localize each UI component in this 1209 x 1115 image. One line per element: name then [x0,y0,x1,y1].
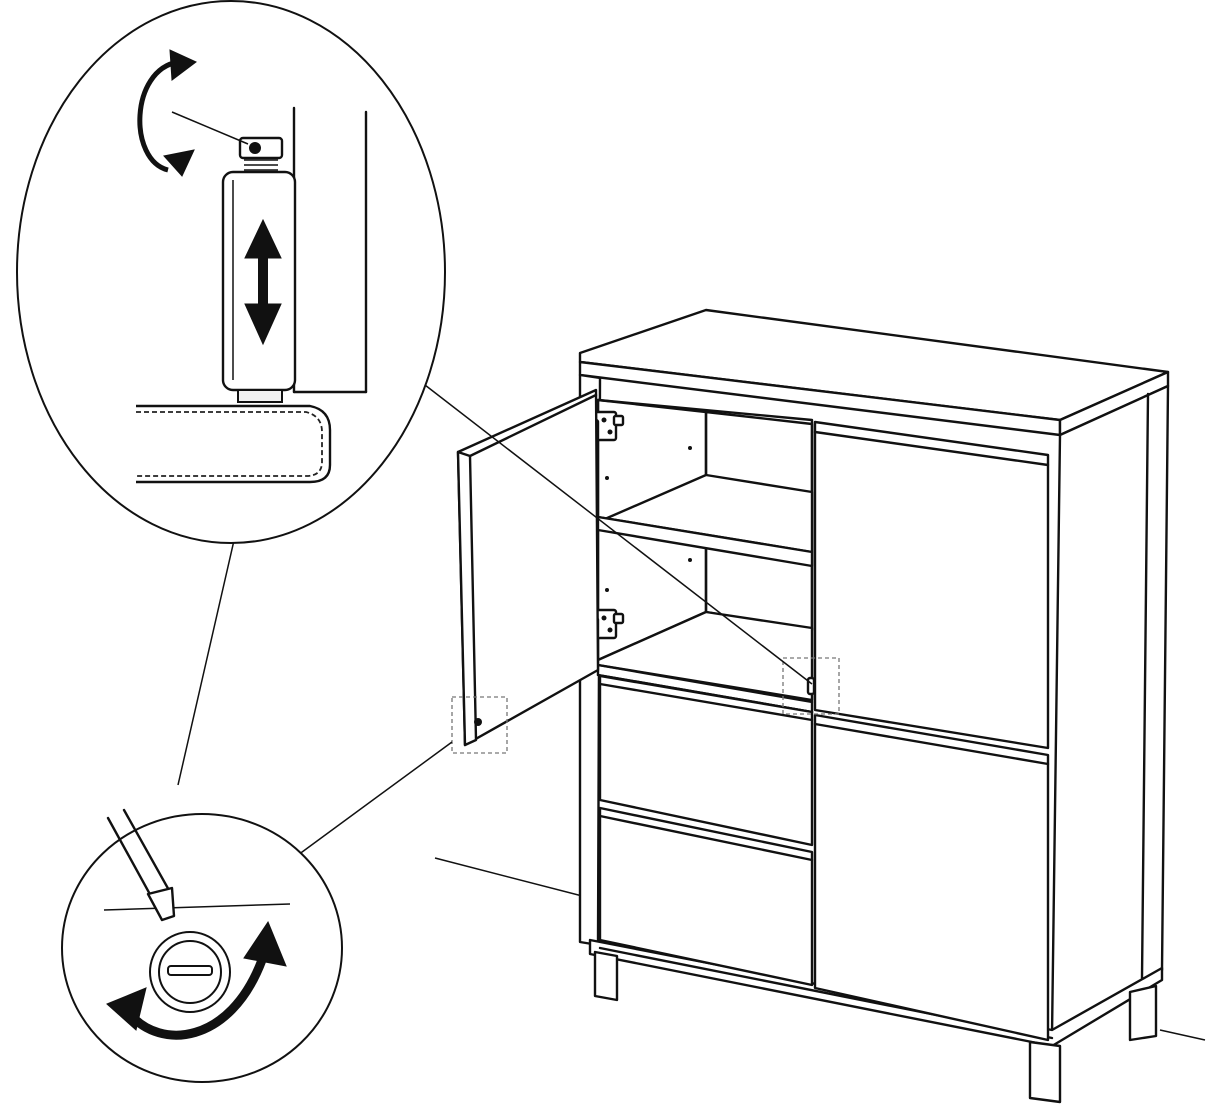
cabinet-side-panel [1050,384,1170,1037]
door-left-open-edge [456,450,478,747]
detail-circle-door-screw [61,808,343,1083]
cabinet-plinth [588,938,1164,1048]
door-right-lower [813,713,1050,1042]
detail-circle-hinge [16,0,446,544]
rotate-arrow-icon [137,49,249,177]
door-left-open [456,388,600,747]
turn-arrow-icon [106,920,287,1040]
door-right-upper [813,420,1050,750]
drawer-upper [598,674,814,847]
screwdriver-icon [106,808,176,922]
adjustment-spring [244,159,278,171]
base-rail-detail [136,389,332,484]
floor-lines [434,857,1206,1041]
leg-back-right [1128,984,1158,1042]
leg-front-right [1028,1040,1062,1104]
shelf-pin-holes [605,446,692,592]
adjustment-screw [238,136,284,160]
door-catch [806,676,816,696]
up-down-arrow-icon [244,218,282,346]
door-adjust-screw [474,718,482,726]
cabinet [456,308,1170,1104]
leg-front-left [593,950,619,1002]
highlight-box-catch [782,657,840,715]
cam-lock-screw [149,931,231,1013]
drawer-lower [598,806,814,987]
